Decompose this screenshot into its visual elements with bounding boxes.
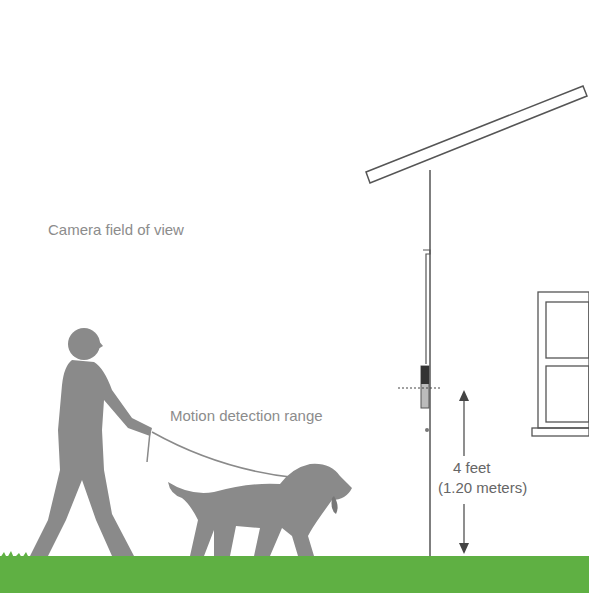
dog-silhouette <box>168 464 352 556</box>
window <box>532 292 589 436</box>
dimension-line <box>463 398 464 456</box>
arrowhead <box>459 543 469 554</box>
dog-tongue <box>332 496 338 514</box>
roof <box>366 86 587 183</box>
region-label: Motion detection range <box>170 407 323 424</box>
region-fill <box>0 0 430 390</box>
region-shape: Camera field of view <box>0 0 430 390</box>
dimension-label: (1.20 meters) <box>437 479 528 496</box>
camera-device <box>421 366 429 408</box>
house-wall <box>429 170 431 556</box>
camera-lens <box>421 366 429 384</box>
leash-loop <box>147 432 150 462</box>
door-handle <box>425 428 429 432</box>
person-silhouette <box>30 328 152 556</box>
region-fill <box>0 372 430 562</box>
reference-line <box>398 388 440 389</box>
region-label: Camera field of view <box>48 221 184 238</box>
arrowhead <box>459 390 469 401</box>
downpipe <box>423 250 430 364</box>
leash <box>152 432 298 478</box>
grass-tuft <box>0 551 29 558</box>
region-shape: Motion detection range <box>0 372 430 562</box>
dimension-label: 4 feet <box>452 459 492 476</box>
grass <box>0 556 589 593</box>
dimension-line <box>463 504 464 546</box>
